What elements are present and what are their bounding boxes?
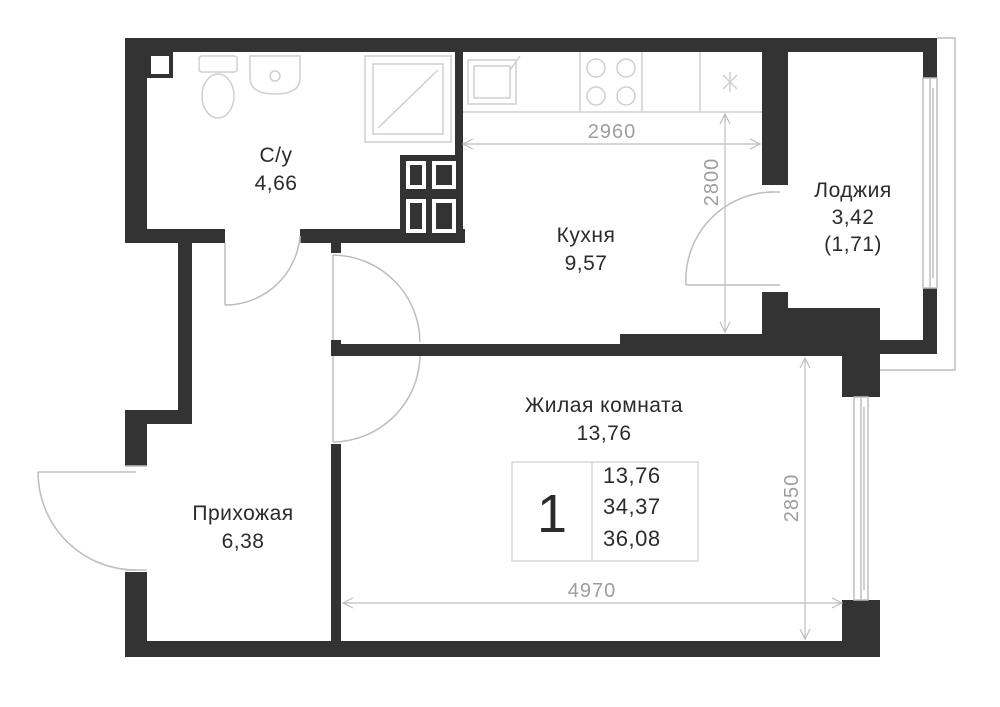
- living-depth-dimension: 2850: [781, 474, 803, 523]
- loggia-reduced-area: (1,71): [824, 233, 882, 256]
- fixtures: [198, 52, 762, 239]
- kitchen-counter: [463, 52, 762, 113]
- hall-area: 6,38: [222, 530, 265, 553]
- summary-box: 1 13,76 34,37 36,08: [511, 461, 699, 562]
- living-width-dimension: 4970: [568, 580, 617, 602]
- living-room-area: 13,76: [576, 422, 631, 445]
- windows: [853, 37, 956, 601]
- bathroom-area: 4,66: [255, 172, 298, 195]
- utility-shaft-icon: [400, 155, 462, 239]
- gas-outlet-icon: [722, 72, 738, 92]
- living-room-door: [332, 355, 421, 443]
- summary-living-area: 13,76: [603, 463, 661, 488]
- loggia-door: [685, 191, 780, 286]
- rooms-count: 1: [537, 484, 567, 544]
- bathroom-name: С/у: [260, 144, 293, 167]
- kitchen-depth-dimension: 2800: [701, 158, 723, 207]
- toilet-icon: [198, 55, 238, 119]
- living-room-name: Жилая комната: [525, 394, 683, 417]
- shower-icon: [364, 55, 452, 143]
- loggia-name: Лоджия: [814, 179, 891, 202]
- loggia-area: 3,42: [832, 206, 875, 229]
- kitchen-door: [332, 254, 421, 343]
- bathroom-door: [224, 235, 301, 306]
- summary-total-with-loggia: 36,08: [603, 526, 661, 551]
- sink-icon: [249, 55, 301, 95]
- entrance-door: [37, 465, 147, 571]
- kitchen-area: 9,57: [565, 252, 608, 275]
- summary-total-area: 34,37: [603, 494, 661, 519]
- doors: [37, 191, 780, 571]
- hall-name: Прихожая: [192, 502, 293, 525]
- kitchen-name: Кухня: [557, 224, 616, 247]
- stove-icon: [586, 58, 636, 106]
- kitchen-width-dimension: 2960: [588, 121, 637, 143]
- walls: [125, 38, 937, 657]
- dimension-lines: [341, 112, 844, 641]
